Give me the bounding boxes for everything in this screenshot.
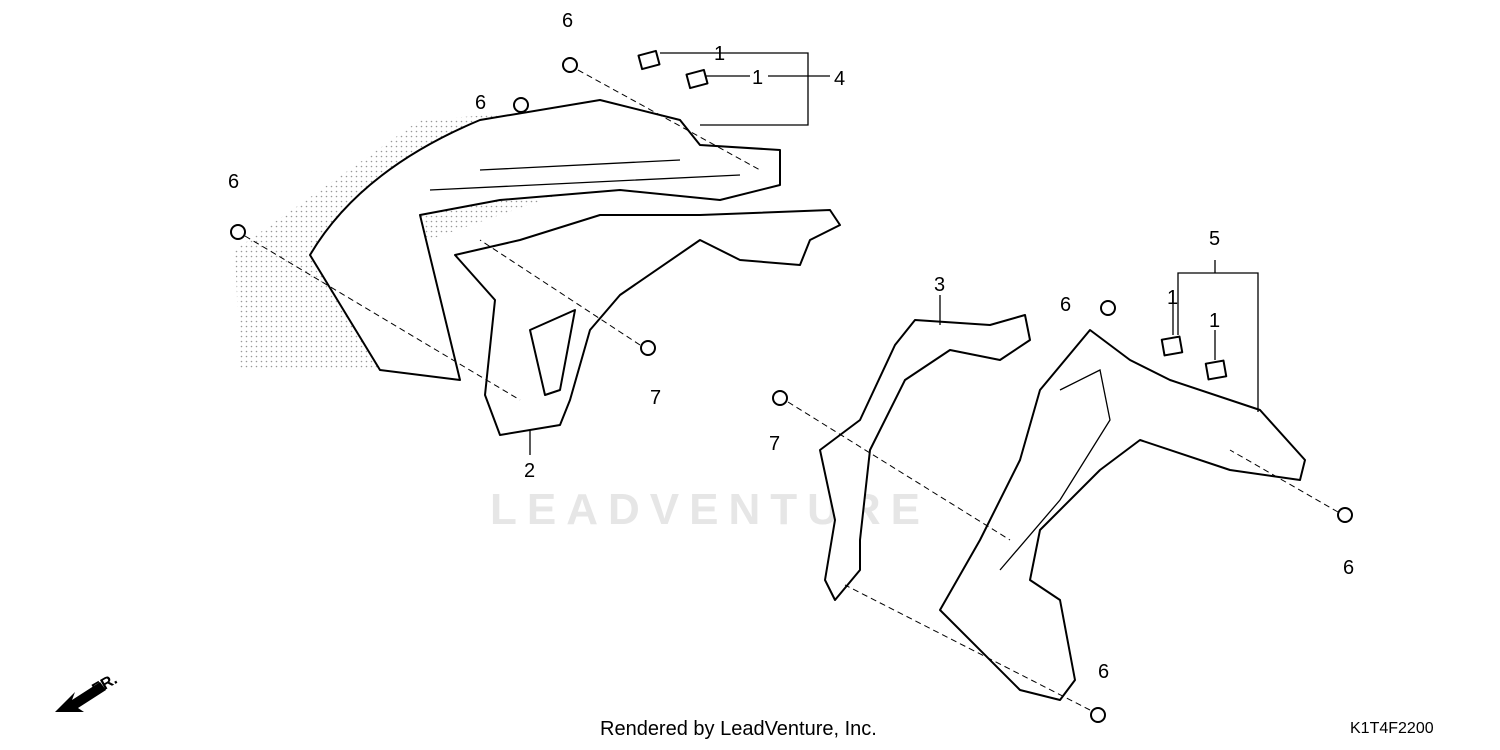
callout-7: 7 [769,433,780,455]
callout-6: 6 [1343,557,1354,579]
front-arrow-icon: FR. [55,671,120,712]
leader-lines [529,52,1259,455]
callout-6: 6 [562,10,573,32]
callout-6: 6 [475,92,486,114]
callout-2: 2 [524,460,535,482]
callout-1: 1 [714,43,725,65]
callout-1: 1 [1209,310,1220,332]
right-middle-cowl-part[interactable] [819,314,1306,701]
left-middle-cowl-part[interactable] [309,99,841,436]
callout-6: 6 [1098,661,1109,683]
callout-6: 6 [1060,294,1071,316]
clip-parts[interactable] [637,49,1228,381]
bolt-parts[interactable] [230,57,1353,723]
callout-5: 5 [1209,228,1220,250]
diagram-code: K1T4F2200 [1350,720,1434,737]
assembly-lines [244,69,1339,711]
callout-4: 4 [834,68,845,90]
callout-7: 7 [650,387,661,409]
callout-1: 1 [752,67,763,89]
callout-3: 3 [934,274,945,296]
callout-1: 1 [1167,287,1178,309]
credit-text: Rendered by LeadVenture, Inc. [600,718,877,740]
callout-6: 6 [228,171,239,193]
